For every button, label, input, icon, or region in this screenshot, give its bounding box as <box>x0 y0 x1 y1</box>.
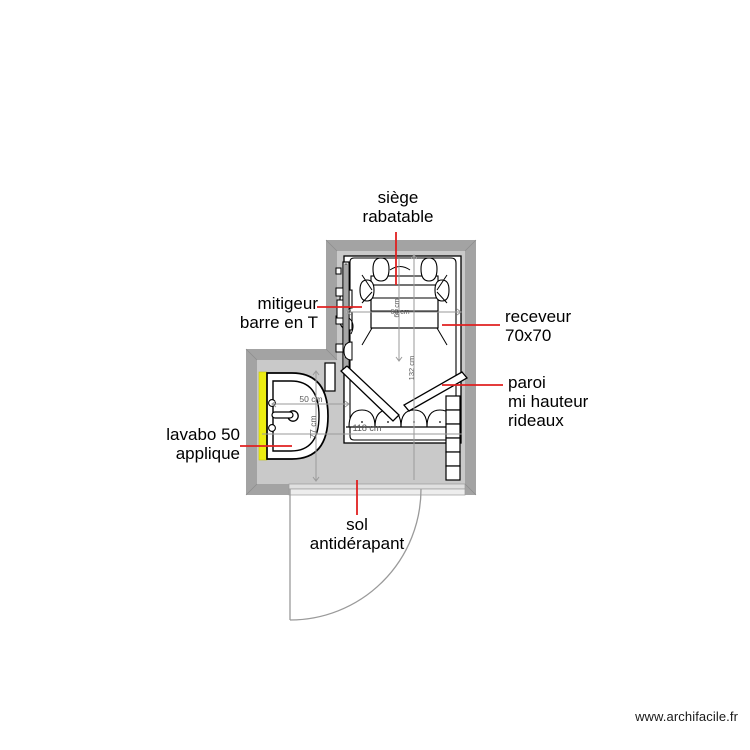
seat-armrest-right <box>434 279 450 302</box>
t-bar-brackets <box>335 267 344 353</box>
callout-lavabo-50-applique: lavabo 50 applique <box>166 425 240 464</box>
shower-screen-panels <box>324 362 468 422</box>
dim-lavabo-depth: 77 cm <box>308 415 318 438</box>
folding-seat <box>370 283 439 329</box>
wall-bevels <box>245 239 477 496</box>
dim-shower-width: 68 cm <box>390 309 409 316</box>
curtain-track-right <box>445 395 461 481</box>
mixer-body <box>336 299 344 319</box>
curtain-petal-top-right <box>420 257 438 282</box>
entry-door <box>288 483 466 621</box>
curtain-petal-top-left <box>372 257 390 282</box>
callout-paroi-mi-hauteur-rideaux: paroi mi hauteur rideaux <box>508 373 589 431</box>
washbasin-spout <box>271 411 294 419</box>
shower-screen-fixed <box>324 362 336 392</box>
dim-room-width: 118 cm <box>353 423 382 433</box>
callout-receveur-70x70: receveur 70x70 <box>505 307 572 346</box>
dim-shower-inner: 68 cm <box>394 298 401 317</box>
callout-leaders <box>240 232 503 515</box>
shower-screen-left <box>340 365 400 422</box>
shower-head <box>343 341 353 361</box>
seat-support-lines <box>361 274 448 346</box>
footer-website-url: www.archifacile.fr <box>635 709 738 724</box>
callout-sol-antiderapant: sol antidérapant <box>309 515 405 554</box>
callout-mitigeur-barre-en-t: mitigeur barre en T <box>239 294 318 333</box>
shower-enclosure <box>339 255 462 444</box>
dim-shower-height: 132 cm <box>407 356 416 381</box>
shower-hose <box>348 317 354 335</box>
dimension-lines <box>262 254 462 482</box>
curtain-rod-top <box>389 266 411 271</box>
door-threshold-inner <box>288 488 466 496</box>
door-swing-arc <box>289 488 422 621</box>
callout-siege-rabatable: siège rabatable <box>362 188 434 227</box>
shower-screen-right <box>403 371 468 412</box>
dim-lavabo-width: 50 cm <box>299 394 322 404</box>
seat-armrest-left <box>359 279 375 302</box>
door-threshold-outer <box>288 483 466 490</box>
dimension-labels: 50 cm 77 cm 118 cm 68 cm 68 cm 132 cm <box>299 298 416 438</box>
washbasin-tap-cold <box>268 424 276 432</box>
